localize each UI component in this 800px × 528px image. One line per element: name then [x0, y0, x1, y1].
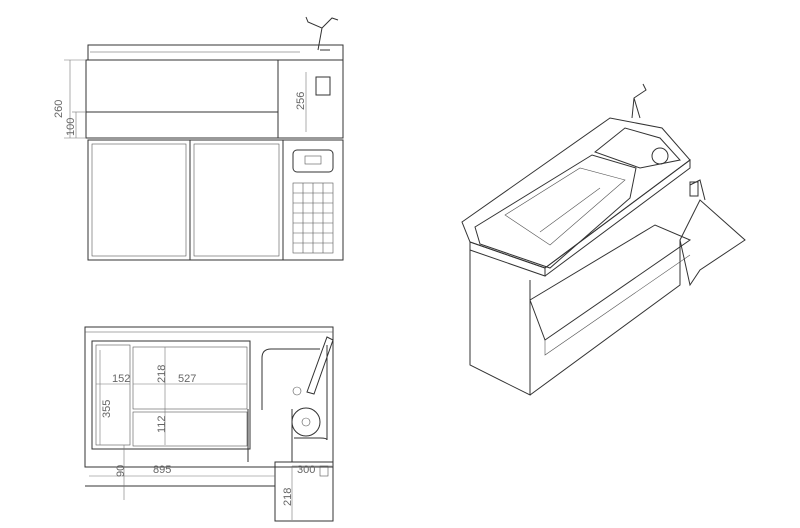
- shelf: [679, 199, 746, 287]
- isometric-view: [461, 83, 746, 396]
- front-view: 260 100 256: [53, 16, 344, 261]
- base-front-left: [469, 250, 531, 396]
- dim-left-width: 152: [112, 373, 130, 385]
- base-side: [529, 240, 681, 396]
- control-box: [689, 181, 699, 197]
- dim-total-width: 895: [153, 464, 171, 476]
- faucet-arm: [306, 336, 334, 395]
- faucet-icon: [631, 83, 647, 119]
- glass-rinser: [291, 407, 321, 437]
- extension-top: [274, 461, 334, 522]
- dim-offset: 90: [115, 465, 127, 477]
- dim-upper-depth: 218: [156, 365, 168, 383]
- control-panel: [292, 149, 334, 173]
- vent-grille: [292, 182, 334, 254]
- machine-cabinet: [282, 139, 344, 261]
- drain: [292, 386, 302, 396]
- well-outer: [91, 340, 251, 450]
- dim-total-height: 260: [53, 100, 65, 118]
- dim-ext-depth: 218: [282, 488, 294, 506]
- control-display: [315, 76, 331, 96]
- sink: [593, 127, 681, 169]
- faucet-icon: [305, 16, 339, 51]
- plan-view: 152 355 218 527 112 90 895 300 218: [84, 326, 334, 522]
- dim-ext-width: 300: [297, 464, 315, 476]
- dim-depth: 355: [101, 400, 113, 418]
- dim-cabinet-height: 256: [295, 92, 307, 110]
- cabinet-doors: [87, 139, 284, 261]
- ice-well: [474, 154, 637, 269]
- front-panel: [85, 59, 344, 139]
- front-panel-lower: [529, 224, 692, 341]
- sink-basin: [261, 345, 328, 441]
- dim-main-width: 527: [178, 373, 196, 385]
- dim-lower-height: 100: [65, 118, 77, 136]
- dim-lower-depth: 112: [156, 415, 168, 433]
